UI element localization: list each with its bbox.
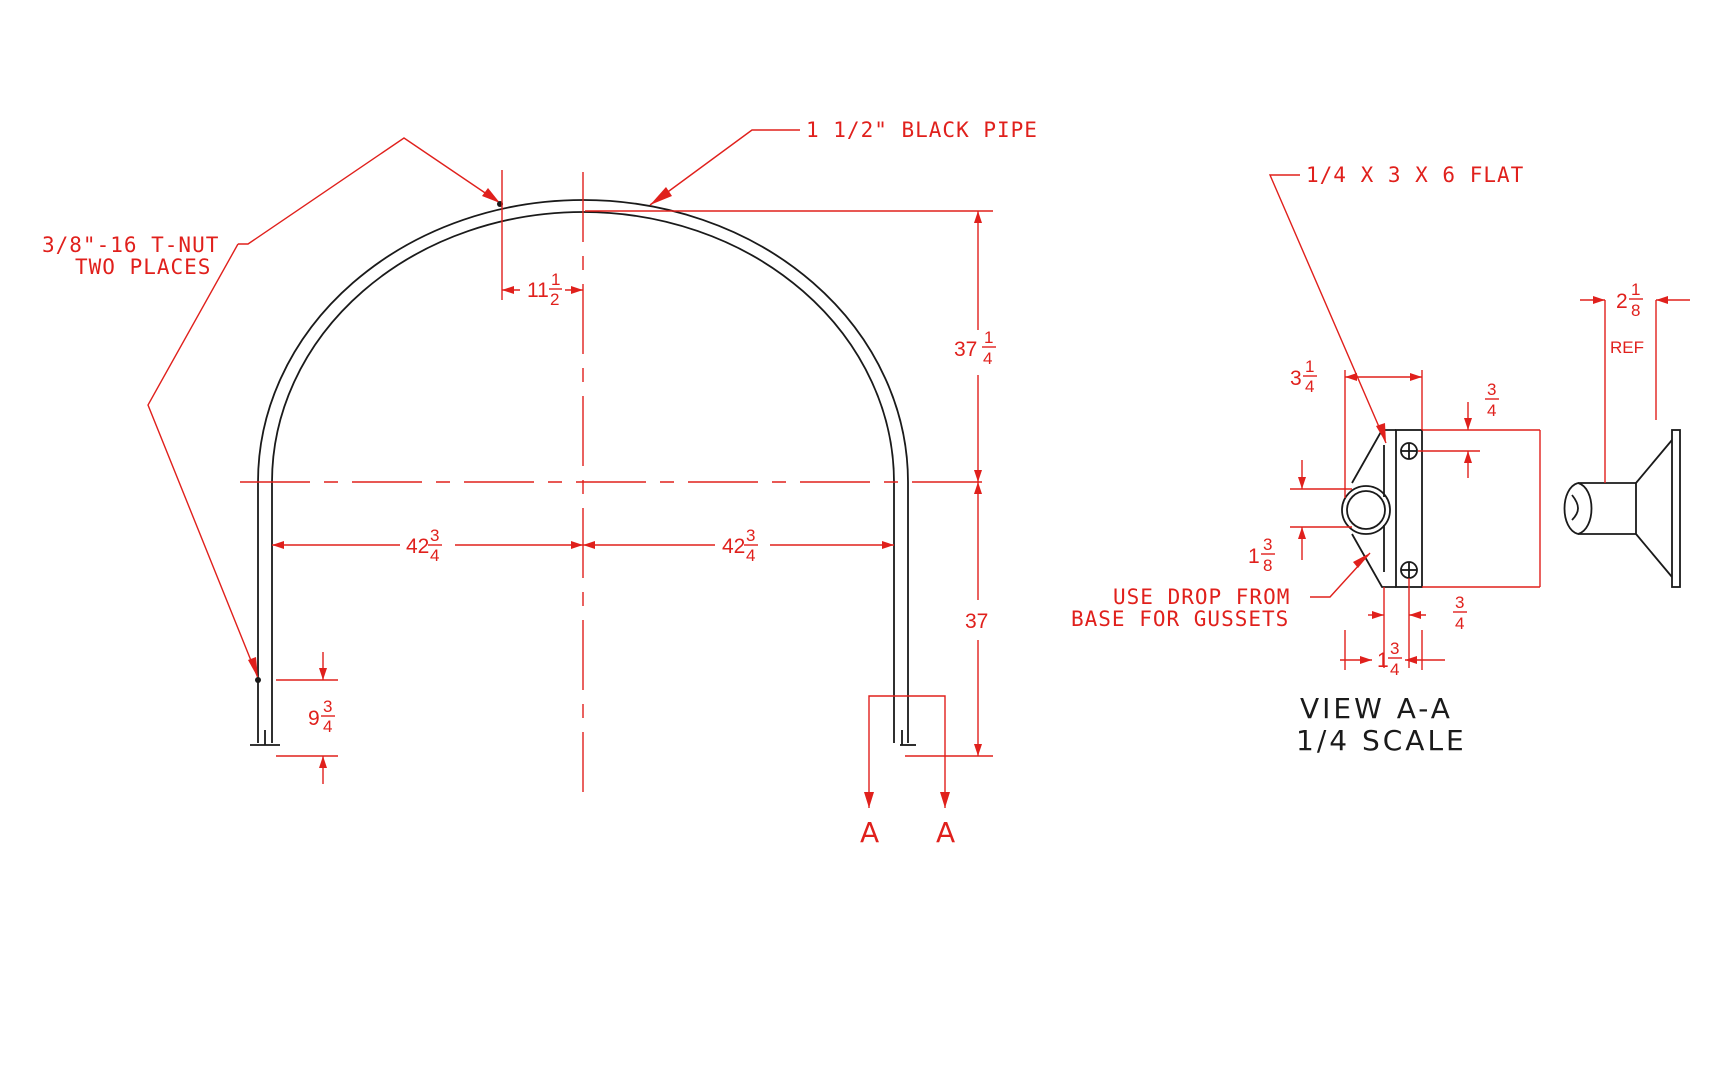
dim-tnut-height-whole: 9: [308, 707, 320, 730]
tnut-callout: 3/8"-16 T-NUT TWO PLACES: [42, 137, 503, 683]
dim-hole-edge-top-den: 4: [1487, 401, 1496, 420]
dim-side-offset-whole: 2: [1616, 290, 1628, 313]
dim-flat-width-num: 1: [1305, 357, 1314, 376]
tnut-callout-line2: TWO PLACES: [75, 255, 211, 279]
dim-right-span-whole: 42: [722, 535, 745, 558]
dim-tnut-height: 9 3 4: [276, 652, 338, 784]
flat-callout-label: 1/4 X 3 X 6 FLAT: [1306, 163, 1524, 187]
gusset-callout: USE DROP FROM BASE FOR GUSSETS: [1071, 552, 1371, 631]
dim-right-span-den: 4: [746, 546, 755, 565]
dim-top-offset-den: 2: [550, 290, 559, 309]
dim-pipe-center-whole: 1: [1248, 545, 1260, 568]
dim-hole-edge-side-den: 4: [1455, 614, 1464, 633]
dim-pipe-center: 1 3 8: [1248, 460, 1352, 575]
dim-arch-height-num: 1: [984, 328, 993, 347]
dim-hole-edge-side: 3 4: [1368, 578, 1467, 668]
dim-left-span-whole: 42: [406, 535, 429, 558]
gusset-callout-line1: USE DROP FROM: [1113, 585, 1290, 609]
view-title-block: VIEW A-A 1/4 SCALE: [1296, 692, 1467, 757]
dim-hole-spacing-den: 4: [1390, 660, 1399, 679]
dim-top-offset-whole: 11: [527, 279, 549, 302]
dim-hole-edge-top-num: 3: [1487, 380, 1496, 399]
dim-pipe-center-num: 3: [1263, 535, 1272, 554]
section-mark-left: A: [860, 816, 879, 849]
dim-half-spans: 42 3 4 42 3 4: [272, 526, 894, 565]
dim-left-span-num: 3: [430, 526, 439, 545]
dim-flat-width-whole: 3: [1290, 367, 1302, 390]
view-scale: 1/4 SCALE: [1296, 724, 1467, 757]
dim-tnut-height-num: 3: [323, 697, 332, 716]
dim-side-offset-den: 8: [1631, 301, 1640, 320]
pipe-callout-label: 1 1/2" BLACK PIPE: [806, 118, 1038, 142]
dim-leg-height: 37: [965, 610, 988, 633]
dim-arch-height-den: 4: [983, 349, 992, 368]
dim-hole-spacing-whole: 1: [1377, 649, 1389, 672]
dim-hole-spacing-num: 3: [1390, 639, 1399, 658]
tnut-callout-line1: 3/8"-16 T-NUT: [42, 233, 219, 257]
dim-pipe-center-den: 8: [1263, 556, 1272, 575]
flat-callout: 1/4 X 3 X 6 FLAT: [1268, 163, 1524, 444]
gusset-callout-line2: BASE FOR GUSSETS: [1071, 607, 1289, 631]
dim-side-ref: REF: [1610, 338, 1644, 357]
dim-tnut-height-den: 4: [323, 717, 332, 736]
dim-top-offset-num: 1: [551, 270, 560, 289]
dim-top-offset: 11 1 2: [501, 170, 583, 309]
center-lines: [240, 172, 990, 792]
view-title: VIEW A-A: [1300, 692, 1453, 725]
view-aa-geometry: [1341, 429, 1423, 588]
dim-side-offset: 2 1 8 REF: [1580, 280, 1690, 483]
dim-flat-width: 3 1 4: [1290, 357, 1423, 498]
dim-right-span-num: 3: [746, 526, 755, 545]
section-mark-right: A: [936, 816, 955, 849]
dim-hole-edge-top: 3 4: [1418, 380, 1541, 588]
section-marks: A A: [860, 695, 955, 849]
pipe-callout: 1 1/2" BLACK PIPE: [649, 118, 1038, 206]
dim-flat-width-den: 4: [1305, 377, 1314, 396]
dim-side-offset-num: 1: [1631, 280, 1640, 299]
dim-vertical-right: 37 1 4 37: [585, 210, 996, 757]
dim-hole-edge-side-num: 3: [1455, 593, 1464, 612]
dim-left-span-den: 4: [430, 546, 439, 565]
dim-arch-height-whole: 37: [954, 338, 977, 361]
side-view-geometry: [1563, 429, 1681, 588]
dim-hole-spacing: 1 3 4: [1340, 630, 1445, 679]
